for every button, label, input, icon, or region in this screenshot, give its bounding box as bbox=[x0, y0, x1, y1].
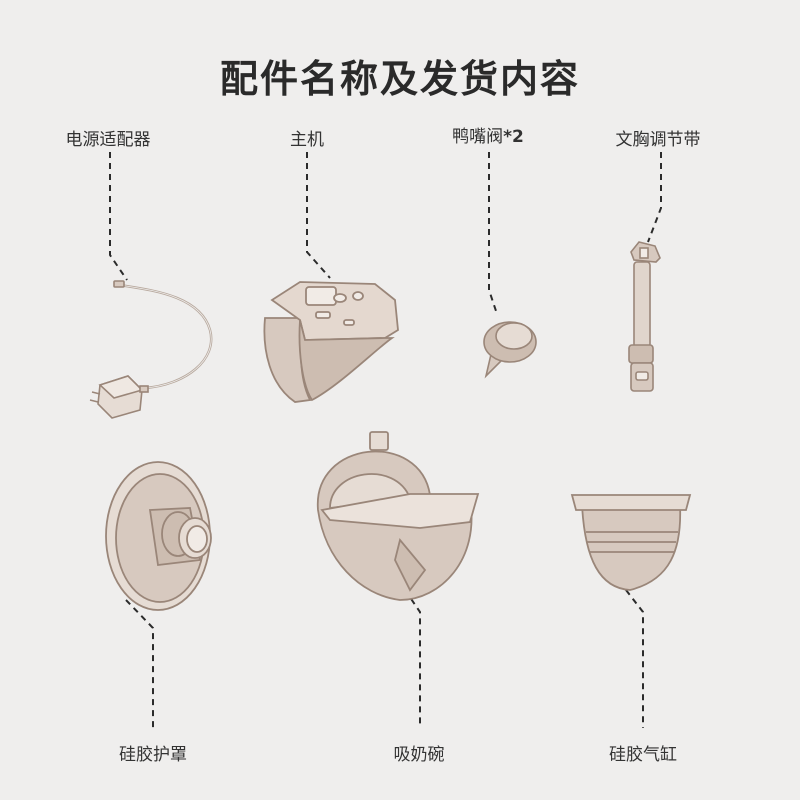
leader-shield bbox=[125, 599, 154, 728]
leader-cup bbox=[404, 589, 421, 728]
label-duckbill-valve-text: 鸭嘴阀 bbox=[452, 127, 504, 147]
bra-strap-icon bbox=[628, 241, 661, 392]
power-adapter-icon bbox=[89, 280, 213, 419]
label-duckbill-valve: 鸭嘴阀*2 bbox=[452, 122, 524, 147]
label-silicone-cylinder: 硅胶气缸 bbox=[609, 745, 677, 765]
leader-valve bbox=[488, 152, 498, 315]
label-suction-cup: 吸奶碗 bbox=[393, 745, 445, 765]
leader-adapter bbox=[109, 152, 128, 281]
leader-main-unit bbox=[306, 152, 331, 279]
main-unit-icon bbox=[263, 281, 399, 403]
leader-strap bbox=[647, 152, 662, 243]
label-main-unit: 主机 bbox=[290, 130, 324, 150]
suction-cup-icon bbox=[317, 431, 480, 601]
label-silicone-shield: 硅胶护罩 bbox=[119, 745, 187, 765]
page-title: 配件名称及发货内容 bbox=[219, 57, 580, 101]
label-power-adapter: 电源适配器 bbox=[65, 130, 151, 150]
leader-cylinder bbox=[625, 589, 644, 728]
duckbill-valve-icon bbox=[483, 321, 537, 379]
leader-lines bbox=[109, 152, 662, 728]
label-duckbill-valve-qty: *2 bbox=[503, 127, 524, 147]
label-bra-strap: 文胸调节带 bbox=[615, 130, 701, 150]
silicone-shield-icon bbox=[105, 461, 212, 611]
silicone-cylinder-icon bbox=[570, 494, 692, 591]
